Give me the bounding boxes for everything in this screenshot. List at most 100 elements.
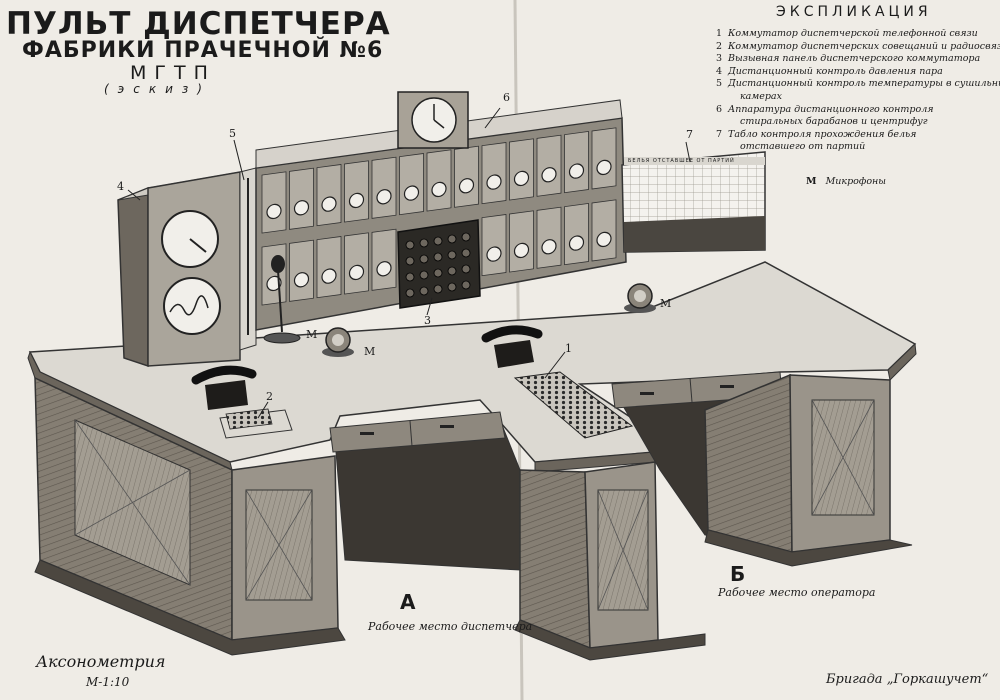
call-panel-knob xyxy=(419,270,429,280)
legend-item: 5 Дистанционный контроль температуры в су… xyxy=(716,78,1000,89)
callout-4: 4 xyxy=(117,180,124,193)
panel-dial xyxy=(321,268,337,284)
call-panel-knob xyxy=(461,280,471,290)
title-line-3: МГТП xyxy=(130,62,216,84)
panel-dial xyxy=(541,167,557,183)
title-line-1: ПУЛЬТ ДИСПЕТЧЕРА xyxy=(6,6,391,42)
workplace-a-caption: Рабочее место диспетчера xyxy=(368,620,533,633)
panel-module xyxy=(344,160,369,223)
call-panel-knob xyxy=(447,250,457,260)
panel-module xyxy=(316,236,342,299)
call-panel-knob xyxy=(405,272,415,282)
panel-module xyxy=(509,210,534,273)
panel-module xyxy=(509,138,534,201)
panel-module xyxy=(481,142,507,205)
panel-module xyxy=(536,134,562,197)
call-panel-knob xyxy=(419,238,429,248)
panel-module xyxy=(344,232,369,295)
panel-dial xyxy=(293,200,310,216)
board-header: БЕЛЬЯ ОТСТАВШЕЕ ОТ ПАРТИЙ xyxy=(628,158,735,164)
panel-dial xyxy=(486,174,502,190)
pressure-cabinet xyxy=(147,171,241,367)
panel-module xyxy=(426,149,452,212)
panel-dial xyxy=(293,272,310,288)
call-panel xyxy=(397,219,481,309)
callout-mic-stand: М xyxy=(306,328,318,341)
call-panel-knob xyxy=(447,266,457,276)
panel-dial xyxy=(568,235,585,251)
leader-lines xyxy=(127,107,691,419)
pressure-gauge-2 xyxy=(163,277,221,335)
call-panel-knob xyxy=(433,268,443,278)
panel-dial xyxy=(348,192,365,209)
panel-dial xyxy=(541,239,557,255)
panel-dial xyxy=(376,261,392,277)
desk-items xyxy=(191,255,656,439)
legend-mic: М Микрофоны xyxy=(806,176,886,187)
call-panel-knob xyxy=(433,252,443,262)
callout-2: 2 xyxy=(266,390,273,403)
control-panel xyxy=(117,91,766,368)
panel-module xyxy=(261,243,287,306)
panel-module xyxy=(316,164,342,227)
callout-7: 7 xyxy=(686,128,693,141)
legend-item-text: Дистанционный контроль температуры в суш… xyxy=(728,78,1000,90)
call-panel-knob xyxy=(419,254,429,264)
legend-mic-text: Микрофоны xyxy=(825,176,887,187)
panel-dial xyxy=(568,163,585,179)
panel-dial xyxy=(266,203,282,220)
workplace-b-caption: Рабочее место оператора xyxy=(718,586,876,599)
call-panel-knob xyxy=(405,288,415,298)
panel-dial xyxy=(513,170,530,187)
telephone-left xyxy=(191,365,257,410)
panel-dial xyxy=(321,196,337,212)
legend-item-text: Коммутатор диспетчерской телефонной связ… xyxy=(728,28,978,39)
call-panel-knob xyxy=(405,256,415,266)
panel-module xyxy=(261,171,287,234)
legend-item-number: 5 xyxy=(716,78,723,90)
call-panel-knob xyxy=(447,234,457,244)
call-panel-knob xyxy=(447,282,457,292)
legend-item-number: 3 xyxy=(716,53,723,65)
legend-item: 2 Коммутатор диспетчерских совещаний и ра… xyxy=(716,41,1000,52)
legend-item-text: Табло контроля прохождения белья xyxy=(728,128,917,140)
legend-item-number: 2 xyxy=(716,40,723,52)
legend-mic-key: М xyxy=(806,176,817,187)
call-panel-knob xyxy=(433,284,443,294)
legend-item: отставшего от партий xyxy=(740,141,865,152)
callout-5: 5 xyxy=(229,127,236,140)
workplace-b-letter: Б xyxy=(730,562,746,586)
legend-item: 3 Вызывная панель диспетчерского коммутат… xyxy=(716,53,980,64)
legend-item-text: отставшего от партий xyxy=(740,141,866,153)
legend-item-number: 6 xyxy=(716,103,723,115)
legend-item-text: Аппаратура дистанционного контроля xyxy=(728,103,934,115)
callout-3: 3 xyxy=(424,314,431,327)
panel-dial xyxy=(596,231,612,248)
panel-dial xyxy=(266,275,282,292)
workplace-a-letter: А xyxy=(400,590,416,614)
desk-microphone-2 xyxy=(624,283,656,313)
panel-module xyxy=(591,199,617,262)
legend-item: камерах xyxy=(740,91,782,102)
projection-label: Аксонометрия xyxy=(36,652,166,671)
legend-item-text: Коммутатор диспетчерских совещаний и рад… xyxy=(728,40,1000,52)
title-line-2: ФАБРИКИ ПРАЧЕЧНОЙ №6 xyxy=(22,38,384,63)
stand-microphone xyxy=(271,255,285,273)
panel-module xyxy=(454,145,479,208)
callout-1: 1 xyxy=(565,342,572,355)
panel-module xyxy=(481,214,507,277)
legend-item-text: Вызывная панель диспетчерского коммутато… xyxy=(728,53,981,65)
panel-module xyxy=(591,127,617,190)
panel-module xyxy=(536,206,562,269)
panel-module xyxy=(289,167,314,230)
legend-item-number: 4 xyxy=(716,65,723,77)
call-panel-knob xyxy=(461,232,471,242)
legend-item: 6 Аппаратура дистанционного контроля xyxy=(716,104,934,115)
team-label: Бригада „Горкашучет“ xyxy=(826,672,989,687)
panel-module xyxy=(399,153,424,216)
title-line-4: (эскиз) xyxy=(104,82,211,96)
